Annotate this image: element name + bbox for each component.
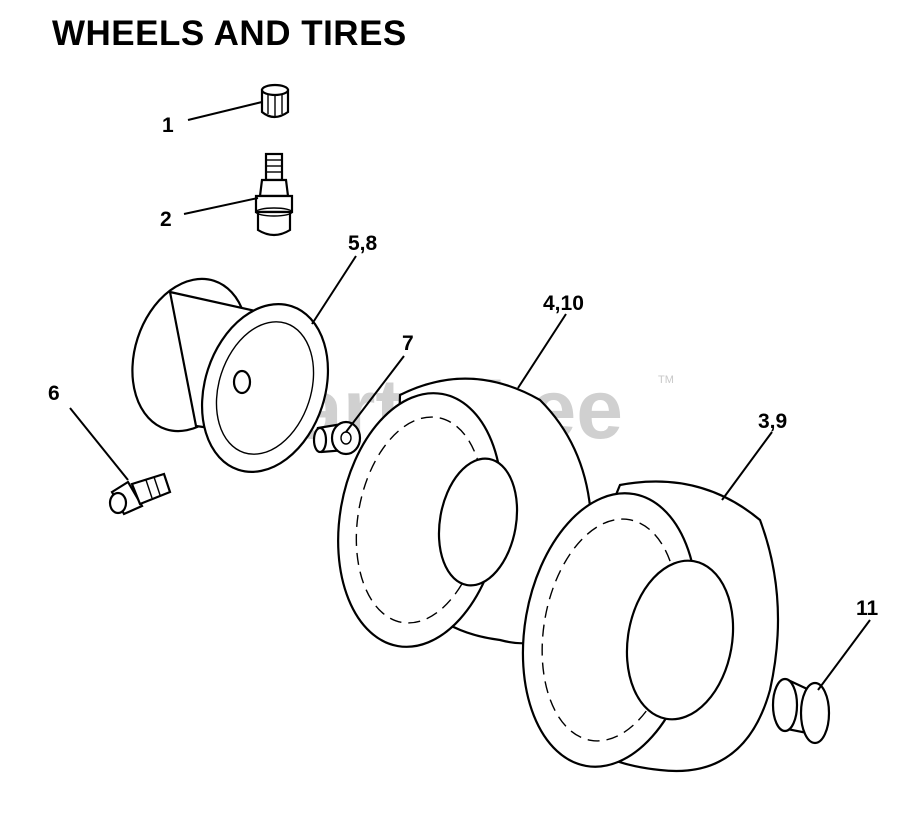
callout-label-2: 2 [160, 208, 172, 231]
callout-label-1: 1 [162, 114, 174, 137]
callout-label-6: 6 [48, 382, 60, 405]
diagram-title: WHEELS AND TIRES [52, 14, 407, 53]
watermark-trademark: TM [658, 374, 674, 386]
callout-label-5-8: 5,8 [348, 232, 378, 255]
leader-line-1 [187, 101, 263, 121]
callout-label-11: 11 [856, 597, 879, 620]
rear-tire-part[interactable] [502, 479, 780, 780]
bushing-part[interactable] [312, 420, 362, 456]
valve-stem-part[interactable] [254, 152, 294, 237]
hub-cap-part[interactable] [771, 677, 831, 745]
leader-line-2 [183, 197, 259, 215]
leader-line-11 [817, 619, 871, 691]
callout-label-7: 7 [402, 332, 414, 355]
callout-label-4-10: 4,10 [543, 292, 584, 315]
rim-part[interactable] [114, 264, 349, 489]
leader-line-6 [69, 407, 129, 481]
valve-cap-part[interactable] [260, 83, 290, 119]
leader-line-4-10 [517, 313, 567, 389]
callout-label-3-9: 3,9 [758, 410, 787, 433]
leader-line-5-8 [311, 255, 357, 325]
grease-fitting-part[interactable] [108, 472, 172, 516]
leader-line-7 [345, 355, 405, 433]
leader-line-3-9 [721, 431, 773, 501]
